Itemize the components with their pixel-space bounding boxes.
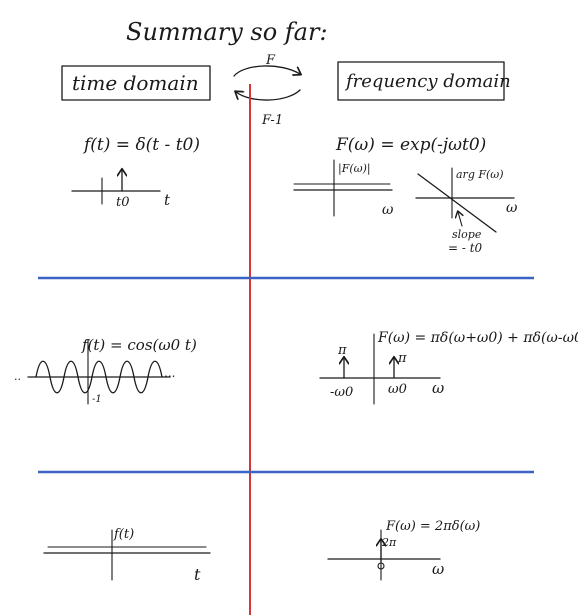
frequency-domain-label: frequency domain	[344, 71, 511, 92]
time-domain-label: time domain	[72, 71, 199, 95]
row1-time-formula: f(t) = δ(t - t0)	[82, 135, 200, 155]
row2-tick-label: -1	[92, 394, 102, 405]
row2-freq-panel: F(ω) = πδ(ω+ω0) + πδ(ω-ω0) π π -ω0 ω0 ω	[319, 330, 578, 405]
row3-time-formula: f(t)	[113, 527, 134, 542]
page-title: Summary so far:	[126, 18, 328, 46]
row3-freq-formula: F(ω) = 2πδ(ω)	[385, 519, 480, 534]
inverse-transform-label: F-1	[261, 113, 283, 128]
row3-time-panel: f(t) t	[43, 527, 211, 584]
row2-continuation-dots-left: ..	[14, 370, 21, 383]
row1-freq-panel: F(ω) = exp(-jωt0) |F(ω)| ω arg F(ω) ω sl…	[293, 135, 518, 255]
time-domain-box: time domain	[61, 65, 211, 101]
row2-time-formula: f(t) = cos(ω0 t)	[81, 336, 197, 354]
row2-freq-axis-label: ω	[432, 379, 444, 397]
row3-impulse-label: 2π	[381, 536, 397, 549]
row1-phase-label: arg F(ω)	[456, 168, 504, 181]
forward-transform-label: F	[265, 53, 276, 68]
row1-magnitude-axis: ω	[382, 202, 394, 218]
row1-t0-label: t0	[116, 195, 130, 210]
row3-freq-panel: F(ω) = 2πδ(ω) 2π ω	[327, 519, 480, 581]
row1-time-panel: f(t) = δ(t - t0) t0 t	[71, 135, 200, 210]
row1-freq-formula: F(ω) = exp(-jωt0)	[335, 135, 486, 155]
row1-slope-value: = - t0	[448, 241, 483, 255]
row3-freq-axis-label: ω	[432, 560, 444, 578]
row1-magnitude-label: |F(ω)|	[338, 162, 371, 176]
row3-time-axis-label: t	[194, 565, 201, 584]
row2-pi-right: π	[397, 351, 407, 366]
row2-neg-w0-label: -ω0	[330, 385, 353, 400]
row1-time-axis-label: t	[164, 191, 171, 209]
transform-arrows: F F-1	[233, 53, 300, 128]
row1-slope-note: slope	[452, 228, 482, 241]
row2-pi-left: π	[337, 343, 347, 358]
row2-continuation-dots-right: ...	[164, 366, 175, 380]
row1-phase-axis: ω	[506, 200, 518, 216]
row2-pos-w0-label: ω0	[388, 382, 407, 397]
row2-time-panel: f(t) = cos(ω0 t) -1 .. ...	[14, 336, 197, 405]
frequency-domain-box: frequency domain	[337, 61, 511, 101]
row2-freq-formula: F(ω) = πδ(ω+ω0) + πδ(ω-ω0)	[377, 330, 578, 346]
row2-cosine-wave	[35, 360, 163, 394]
